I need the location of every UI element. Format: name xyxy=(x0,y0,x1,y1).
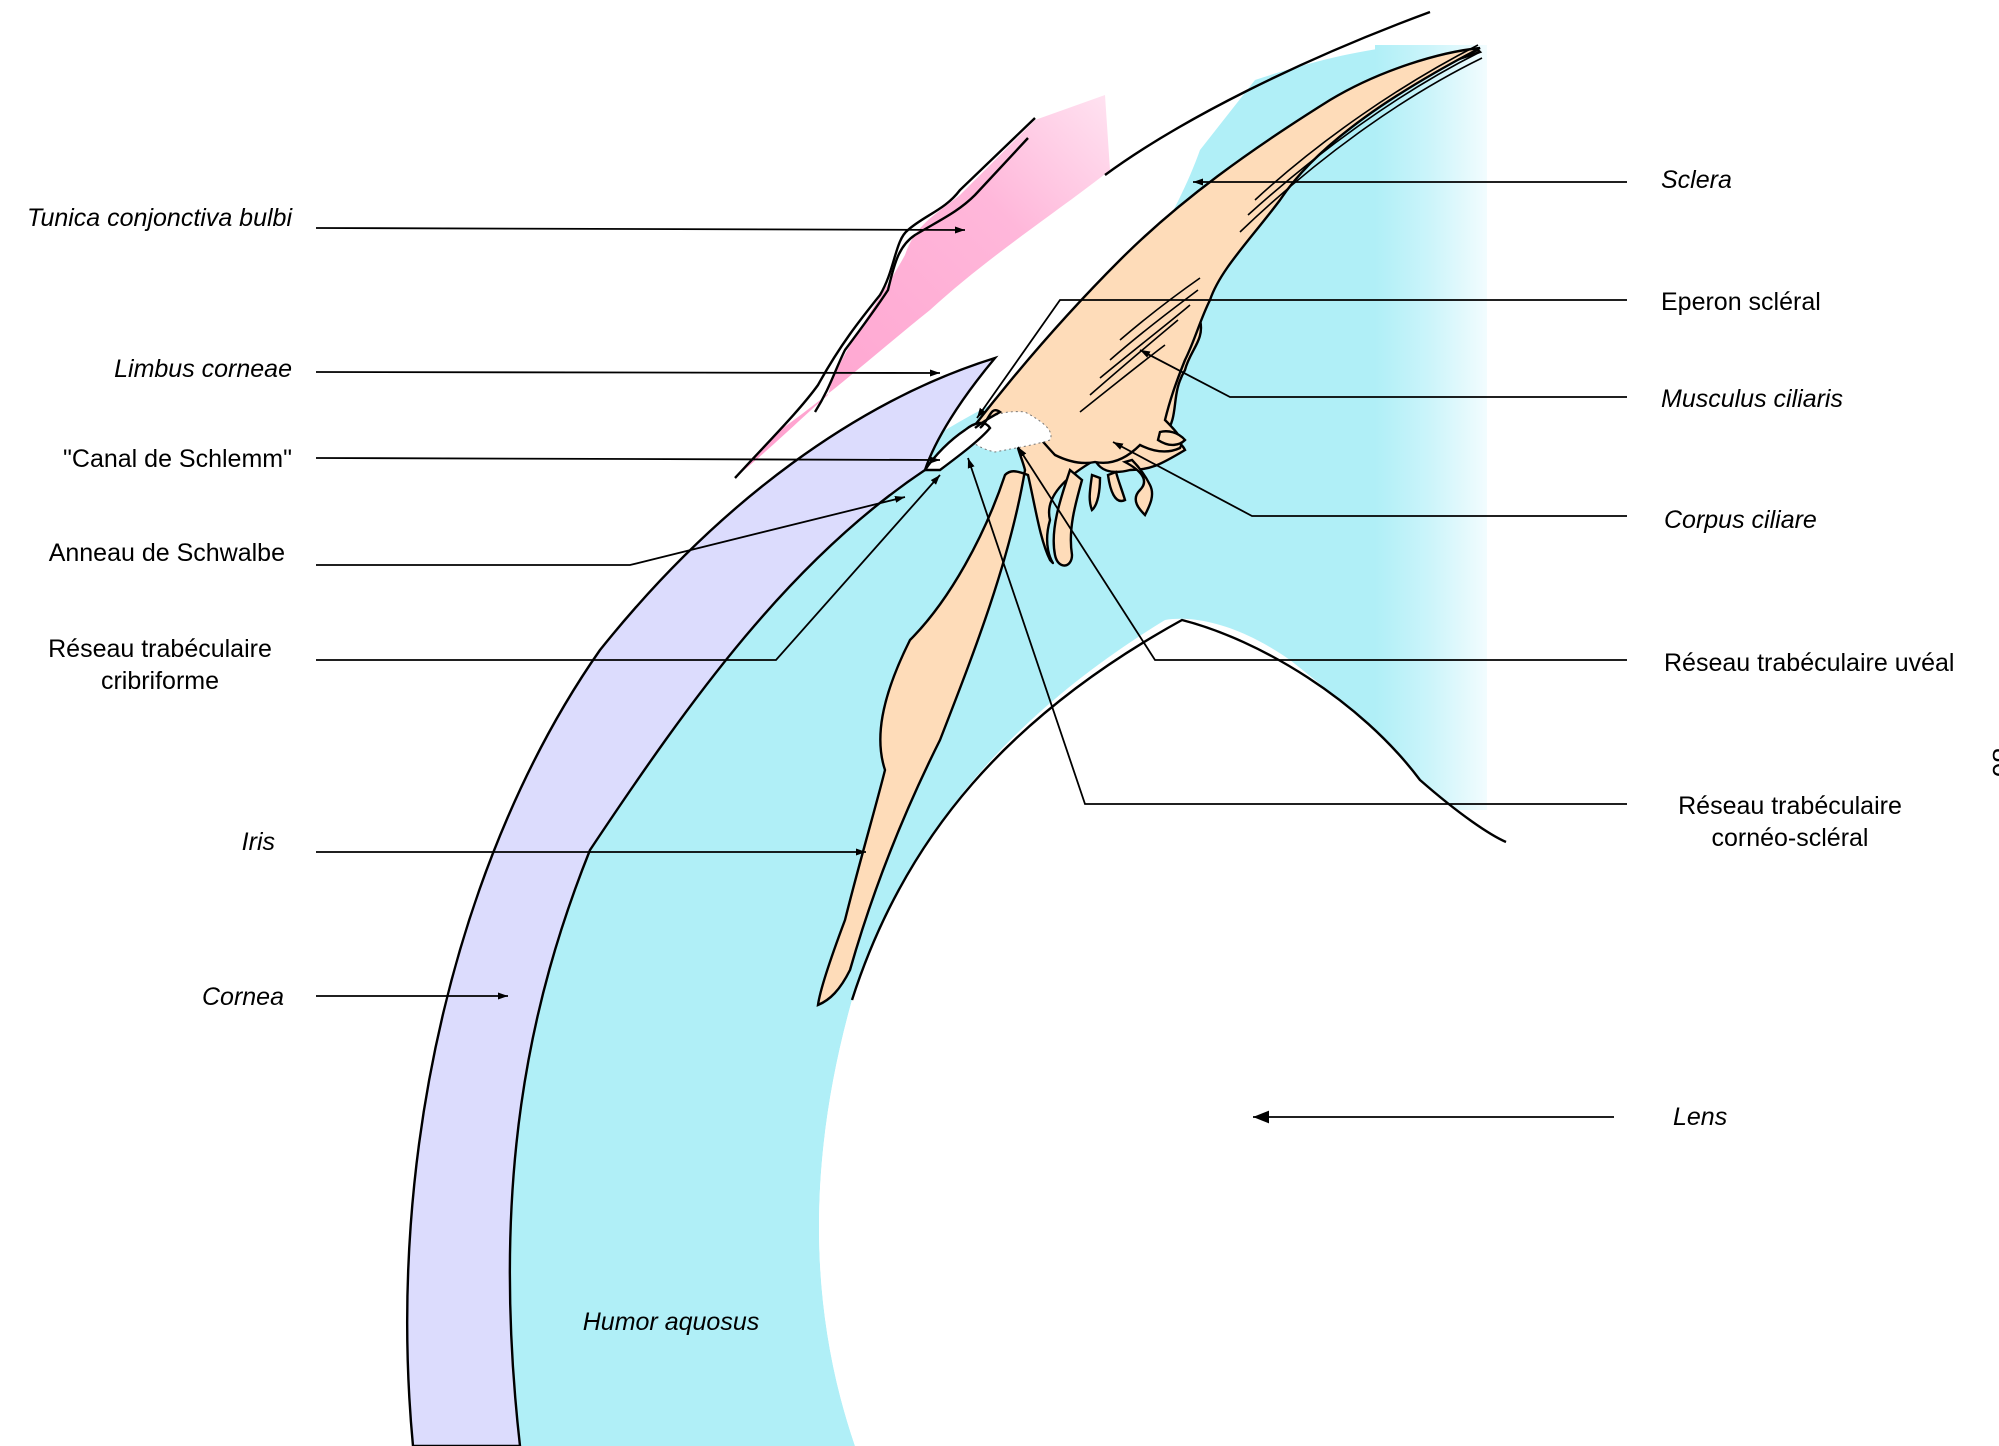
trabecular-mesh xyxy=(969,411,1052,453)
aqueous-region xyxy=(500,45,1486,1446)
label-cribriforme-1: Réseau trabéculaire xyxy=(48,635,272,663)
label-cribriforme-2: cribriforme xyxy=(101,667,219,695)
label-corneo-2: cornéo-scléral xyxy=(1711,824,1868,852)
fade-strip xyxy=(1375,45,1487,810)
left-leaders xyxy=(315,226,966,1000)
conjunctiva-inner-outline xyxy=(813,137,1029,413)
scleral-spur-shape xyxy=(974,409,1003,429)
lens-shape xyxy=(818,620,1505,1446)
lens-outline xyxy=(850,618,1507,1001)
ciliary-processes xyxy=(1052,430,1187,567)
label-cornea: Cornea xyxy=(202,983,284,1011)
sclera-outline xyxy=(1104,10,1431,176)
label-schlemm: "Canal de Schlemm" xyxy=(63,445,292,473)
label-corpus: Corpus ciliare xyxy=(1664,506,1817,534)
label-humor: Humor aquosus xyxy=(583,1308,759,1336)
label-limbus: Limbus corneae xyxy=(114,355,292,383)
label-sclera: Sclera xyxy=(1661,166,1732,194)
label-tunica: Tunica conjonctiva bulbi xyxy=(27,204,293,232)
conjunctiva-shape xyxy=(735,95,1110,478)
label-iris: Iris xyxy=(242,828,275,856)
cornea-shape xyxy=(406,355,999,1446)
label-eperon: Eperon scléral xyxy=(1661,288,1821,316)
right-leaders xyxy=(967,178,1627,1124)
label-musculus: Musculus ciliaris xyxy=(1661,385,1843,413)
edge-mark: 86 xyxy=(1987,748,1999,777)
label-schwalbe: Anneau de Schwalbe xyxy=(49,539,285,567)
label-uveal: Réseau trabéculaire uvéal xyxy=(1664,649,1954,677)
conjunctiva-outline xyxy=(734,117,1036,479)
label-corneo-1: Réseau trabéculaire xyxy=(1678,792,1902,820)
label-lens: Lens xyxy=(1673,1103,1727,1131)
